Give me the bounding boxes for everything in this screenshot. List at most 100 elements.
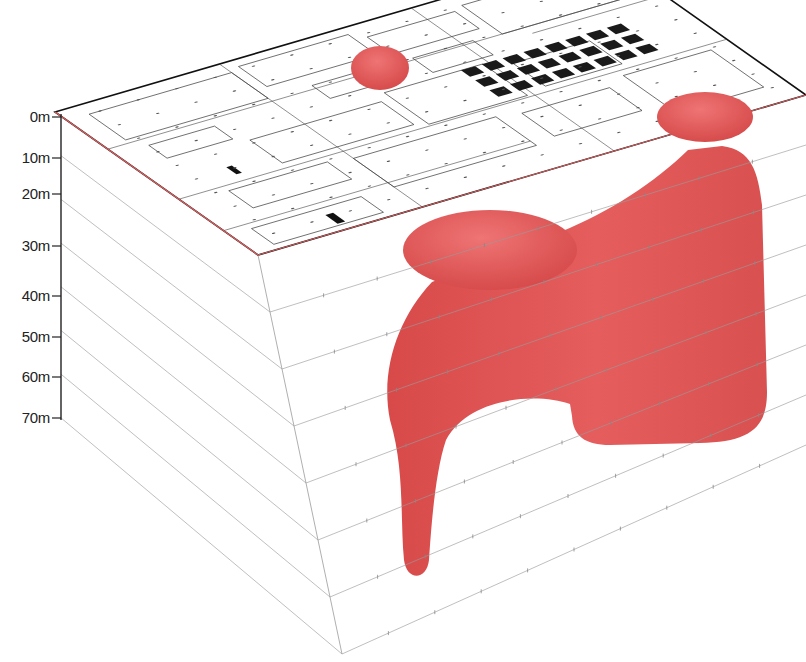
grid-tick	[601, 315, 602, 319]
axis-tick	[52, 417, 61, 418]
red-blob	[403, 210, 577, 290]
plan-room	[462, 0, 623, 34]
plan-column	[329, 196, 334, 198]
plan-equipment	[523, 48, 546, 59]
plan-column	[520, 102, 525, 104]
grid-tick	[464, 480, 465, 484]
plan-column	[655, 82, 660, 84]
plan-equipment	[593, 56, 616, 67]
plan-equipment	[573, 62, 596, 73]
plan-column	[443, 48, 448, 50]
grid-tick	[456, 425, 457, 429]
plan-equipment	[325, 213, 345, 224]
plan-column	[443, 86, 448, 88]
plan-equipment	[635, 44, 658, 55]
plan-column	[310, 221, 315, 223]
axis-tick	[52, 193, 61, 194]
plan-column	[366, 32, 371, 34]
plan-column	[712, 46, 717, 48]
plan-column	[252, 142, 257, 144]
plan-column	[252, 219, 257, 221]
depth-label: 10m	[22, 149, 50, 167]
grid-tick	[648, 245, 649, 249]
plan-equipment	[607, 24, 630, 35]
grid-tick	[366, 519, 367, 523]
plan-column	[731, 60, 736, 62]
plan-column	[271, 156, 276, 158]
plan-column	[539, 0, 544, 2]
plan-column	[136, 99, 141, 101]
plan-column	[367, 108, 372, 110]
plan-wall	[411, 8, 614, 151]
plan-column	[443, 9, 448, 11]
plan-column	[521, 140, 526, 142]
grid-tick	[396, 388, 397, 392]
grid-plane	[61, 418, 806, 654]
grid-edge	[258, 255, 342, 654]
plan-wall	[108, 0, 656, 149]
grid-tick	[544, 280, 545, 284]
plan-column	[232, 128, 237, 130]
grid-tick	[345, 406, 346, 410]
plan-column	[328, 81, 333, 83]
plan-room	[250, 102, 414, 163]
plan-equipment	[489, 86, 512, 97]
plan-room	[522, 88, 642, 136]
plan-equipment	[482, 60, 505, 71]
plan-column	[463, 176, 468, 178]
plan-column	[597, 3, 602, 5]
depth-axis	[52, 114, 61, 420]
plan-column	[712, 84, 717, 86]
plan-column	[251, 65, 256, 67]
plan-column	[444, 124, 449, 126]
plan-column	[290, 208, 295, 210]
grid-tick	[666, 506, 667, 510]
plan-column	[290, 131, 295, 133]
grid-tick	[703, 279, 704, 283]
plan-column	[213, 153, 218, 155]
plan-column	[693, 32, 698, 34]
plan-column	[328, 120, 333, 122]
grid-tick	[388, 631, 389, 635]
plan-column	[482, 36, 487, 38]
plan-room	[353, 117, 536, 187]
plan-column	[578, 104, 583, 106]
plan-column	[194, 101, 199, 103]
grid-tick	[430, 260, 431, 264]
depth-label: 0m	[30, 108, 50, 126]
plan-column	[252, 180, 257, 182]
plan-column	[597, 41, 602, 43]
grid-tick	[591, 210, 592, 214]
red-blob	[657, 92, 753, 142]
grid-tick	[574, 548, 575, 552]
depth-label: 50m	[22, 328, 50, 346]
plan-edge	[55, 112, 258, 255]
plan-column	[635, 68, 640, 70]
plan-column	[482, 75, 487, 77]
plan-column	[770, 87, 775, 89]
plan-equipment	[579, 46, 602, 57]
plan-column	[693, 71, 698, 73]
plan-column	[309, 106, 314, 108]
plan-column	[271, 232, 276, 234]
plan-column	[233, 167, 238, 169]
plan-column	[540, 116, 545, 118]
plan-column	[520, 64, 525, 66]
plan-equipment	[510, 80, 533, 91]
plan-column	[348, 133, 353, 135]
plan-column	[386, 122, 391, 124]
grid-tick	[434, 610, 435, 614]
grid-tick	[386, 332, 387, 336]
grid-tick	[701, 228, 702, 232]
plan-column	[578, 66, 583, 68]
grid-tick	[758, 413, 759, 417]
plan-column	[405, 136, 410, 138]
plan-column	[194, 140, 199, 142]
axis-line	[60, 114, 61, 420]
plan-column	[424, 72, 429, 74]
plan-column	[348, 172, 353, 174]
depth-label: 60m	[22, 368, 50, 386]
plan-column	[117, 124, 122, 126]
grid-tick	[757, 363, 758, 367]
plan-column	[559, 91, 564, 93]
